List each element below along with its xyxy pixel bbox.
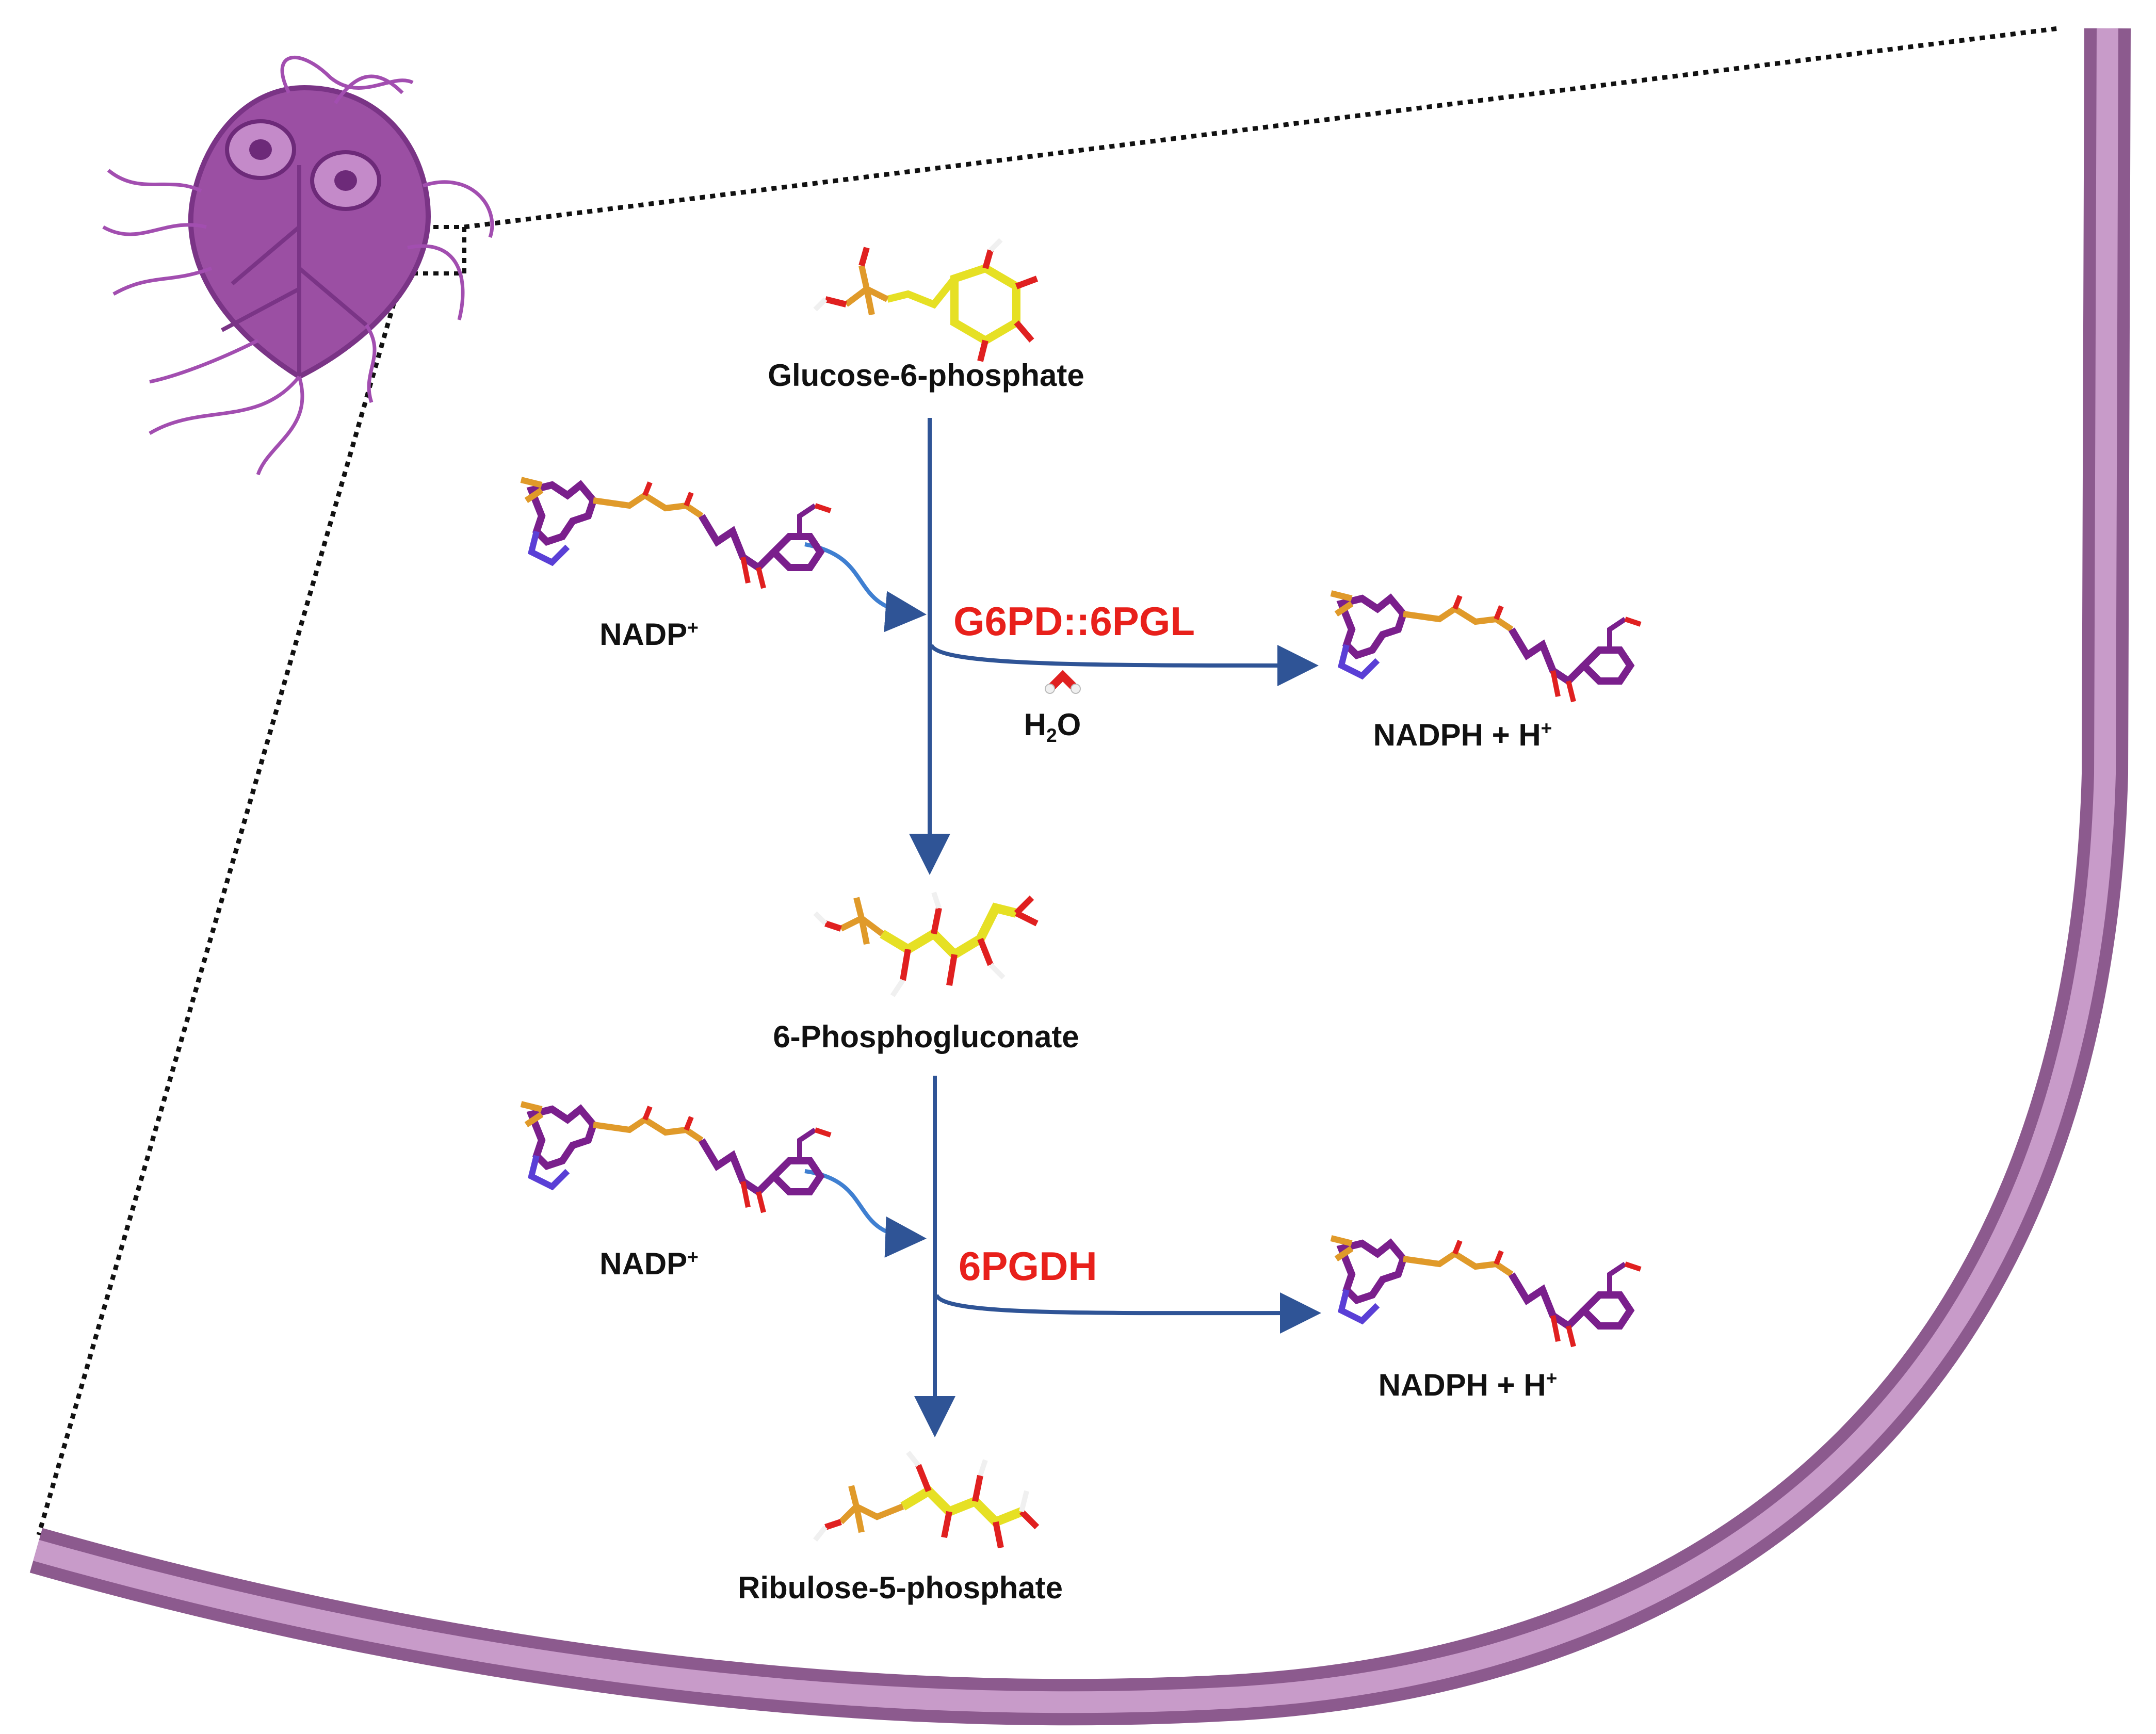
6-phosphogluconate-label: 6-Phosphogluconate [773,1019,1079,1054]
zoom-connector-lines [36,26,2059,1536]
nadph-molecule-icon [1331,593,1641,702]
glucose-6-phosphate-label: Glucose-6-phosphate [768,358,1084,393]
nadph-label-2: NADPH + H+ [1378,1367,1558,1402]
nadph-molecule-icon [1331,1238,1641,1347]
6-phosphogluconate-molecule-icon [813,892,1039,997]
water-label: H2O [1024,707,1081,746]
nadp-input-arrow-2 [804,1169,927,1258]
nadp-molecule-icon [521,1104,831,1212]
enzyme-label-g6pd-6pgl: G6PD::6PGL [953,598,1195,644]
nadph-output-arrow-1 [929,643,1319,686]
zoom-box [400,225,466,276]
enzyme-label-6pgdh: 6PGDH [959,1243,1097,1289]
nadp-molecule-icon [521,480,831,588]
nadph-output-arrow-2 [934,1292,1321,1334]
cell-membrane [29,28,2131,1726]
giardia-cell-icon [102,55,494,476]
glucose-6-phosphate-molecule-icon [813,238,1039,362]
nadp-input-arrow-1 [804,542,927,633]
ribulose-5-phosphate-molecule-icon [813,1450,1040,1549]
water-molecule-icon [1045,670,1081,694]
nadp-label-2: NADP+ [599,1246,699,1281]
ribulose-5-phosphate-label: Ribulose-5-phosphate [738,1570,1063,1605]
nadp-label-1: NADP+ [599,617,699,652]
nadph-label-1: NADPH + H+ [1373,717,1552,752]
